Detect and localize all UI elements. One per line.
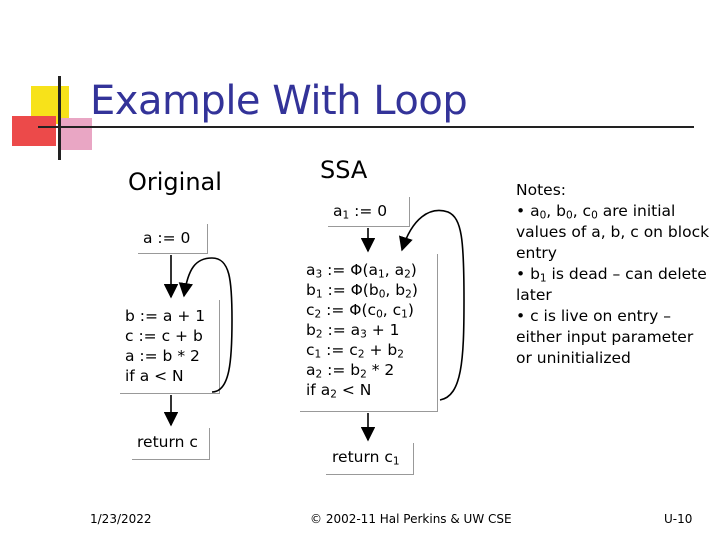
subscript: 2: [360, 368, 367, 381]
notes-panel: Notes: • a0, b0, c0 are initial values o…: [516, 180, 711, 369]
code-line: if a < N: [125, 367, 184, 385]
subscript: 0: [378, 288, 386, 301]
subscript: 2: [397, 348, 404, 361]
code-line: c1 := c2 + b2: [306, 341, 404, 361]
subscript: 2: [314, 308, 322, 321]
ssa-block-3-code: return c1: [332, 447, 400, 467]
original-block-1: a := 0: [138, 224, 208, 254]
ssa-block-2-code: a3 := Φ(a1, a2) b1 := Φ(b0, b2) c2 := Φ(…: [306, 260, 418, 400]
notes-item: • c is live on entry – either input para…: [516, 307, 694, 367]
subscript: 2: [405, 288, 412, 301]
original-block-3: return c: [132, 428, 210, 460]
subscript: 0: [591, 209, 598, 222]
subscript: 1: [539, 272, 547, 285]
ssa-loop-back-arrow: [398, 209, 465, 401]
code-line: a3 := Φ(a1, a2): [306, 261, 417, 281]
subscript: 2: [315, 328, 323, 341]
notes-item: • b1 is dead – can delete later: [516, 265, 707, 304]
subscript: 1: [401, 308, 408, 321]
original-heading: Original: [128, 168, 222, 196]
code-line: if a2 < N: [306, 381, 372, 401]
code-line: return c1: [332, 448, 400, 468]
subscript: 1: [392, 455, 400, 468]
subscript: 2: [315, 368, 323, 381]
footer-page-number: U-10: [664, 512, 693, 526]
original-block-2: b := a + 1 c := c + b a := b * 2 if a < …: [120, 300, 220, 394]
original-loop-back-arrow: [178, 257, 233, 393]
title-decoration-vertical-line: [58, 76, 61, 160]
subscript: 1: [342, 209, 350, 222]
subscript: 2: [357, 348, 365, 361]
ssa-block-2: a3 := Φ(a1, a2) b1 := Φ(b0, b2) c2 := Φ(…: [300, 254, 438, 412]
subscript: 0: [565, 209, 573, 222]
code-line: b := a + 1: [125, 307, 206, 325]
slide-title: Example With Loop: [90, 78, 468, 124]
subscript: 3: [360, 328, 367, 341]
code-line: b2 := a3 + 1: [306, 321, 400, 341]
original-block-1-code: a := 0: [143, 228, 190, 248]
subscript: 2: [404, 268, 411, 281]
title-decoration-horizontal-line: [38, 126, 694, 128]
subscript: 2: [330, 388, 337, 401]
code-line: return c: [137, 433, 198, 451]
ssa-heading: SSA: [320, 156, 368, 184]
subscript: 1: [314, 348, 322, 361]
code-line: a := 0: [143, 229, 191, 247]
notes-item: • a0, b0, c0 are initial values of a, b,…: [516, 202, 710, 262]
original-block-2-code: b := a + 1 c := c + b a := b * 2 if a < …: [125, 306, 205, 386]
code-line: a2 := b2 * 2: [306, 361, 395, 381]
footer-copyright: © 2002-11 Hal Perkins & UW CSE: [310, 512, 512, 526]
subscript: 0: [539, 209, 547, 222]
code-line: a1 := 0: [333, 202, 388, 222]
notes-heading: Notes:: [516, 181, 566, 199]
title-decoration-red-square: [12, 116, 56, 146]
subscript: 3: [315, 268, 323, 281]
subscript: 1: [315, 288, 323, 301]
ssa-block-1-code: a1 := 0: [333, 201, 387, 221]
ssa-block-1: a1 := 0: [328, 197, 410, 227]
title-decoration-pink-square: [58, 118, 92, 150]
ssa-block-3: return c1: [326, 443, 414, 475]
footer-date: 1/23/2022: [90, 512, 152, 526]
subscript: 0: [376, 308, 383, 321]
code-line: a := b * 2: [125, 347, 200, 365]
code-line: b1 := Φ(b0, b2): [306, 281, 418, 301]
subscript: 1: [378, 268, 385, 281]
code-line: c2 := Φ(c0, c1): [306, 301, 414, 321]
original-block-3-code: return c: [137, 432, 198, 452]
code-line: c := c + b: [125, 327, 203, 345]
